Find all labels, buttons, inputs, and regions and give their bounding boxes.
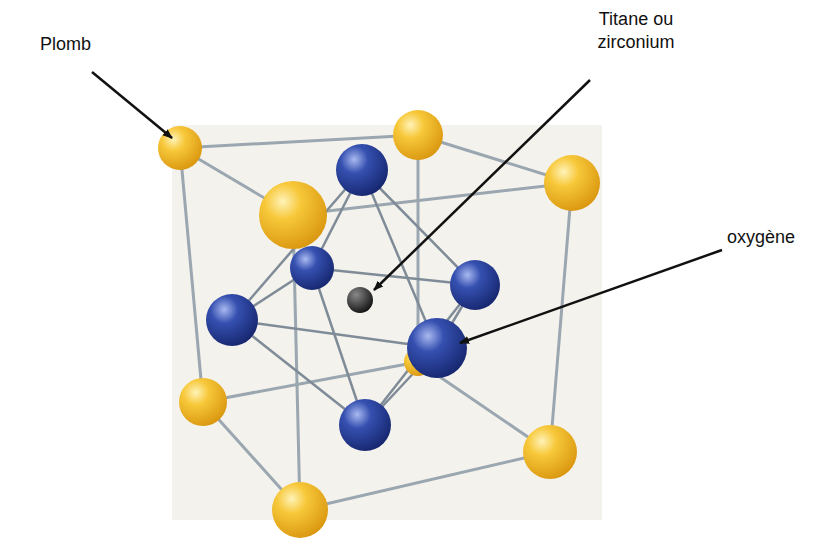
leader-arrows — [92, 72, 722, 343]
oxygen-atoms-front — [206, 260, 500, 451]
atom-label: Titane ou zirconium — [590, 8, 682, 53]
cube-edges — [180, 135, 572, 510]
lead-atoms — [158, 110, 600, 538]
octahedron-edges — [232, 170, 475, 425]
backdrop — [172, 125, 602, 520]
atom-label: Plomb — [40, 33, 91, 56]
atom-label: oxygène — [727, 226, 795, 249]
titanium-atom — [347, 287, 373, 313]
